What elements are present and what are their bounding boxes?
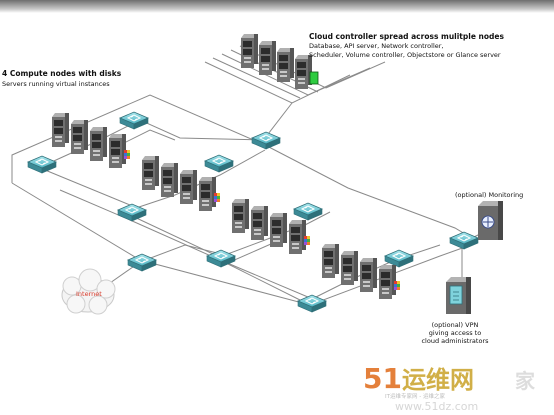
compute-subtitle: Servers running virtual instances [2,80,110,88]
watermark-url: www.51dz.com [395,400,478,413]
internet-label: Internet [76,290,102,298]
switch-controller [251,131,281,150]
vpn-label-line1: (optional) VPN [432,321,479,329]
controller-servers [241,34,319,89]
controller-status-icon [309,71,319,85]
compute-servers-row1 [52,113,130,168]
vpn-server [446,277,471,314]
vpn-label-line2: giving access to [429,329,481,337]
compute-title: 4 Compute nodes with disks [2,69,122,78]
internet-cloud: Internet [61,268,116,315]
vpn-label-line3: cloud administrators [421,337,489,345]
switch-row4-left [297,294,327,313]
monitoring-label: (optional) Monitoring [455,191,523,199]
cloud-controller-title: Cloud controller spread across mulitple … [309,32,504,41]
monitoring-server [478,201,503,240]
watermark-logo: 51 运维网 家 IT运维专家网 - 运维之家 www.51dz.com [363,362,536,413]
cloud-controller-line2: Scheduler, Volume controller, Objectstor… [309,51,501,59]
watermark-brand-tag: 家 [515,369,536,393]
switch-monitoring [449,231,479,250]
switch-row1-top [119,111,149,130]
watermark-sub: IT运维专家网 - 运维之家 [385,392,445,400]
watermark-brand-num: 51 [363,362,402,395]
switch-row2-top [204,154,234,173]
switch-row4-top [384,249,414,268]
switch-row1-left [27,155,57,174]
switch-internet [127,253,157,272]
window-title-bar [0,0,554,13]
cloud-controller-line1: Database, API server, Network controller… [309,42,444,50]
watermark-brand-cn: 运维网 [402,366,474,394]
switch-row3-top [293,202,323,221]
compute-servers-row4 [322,244,400,299]
